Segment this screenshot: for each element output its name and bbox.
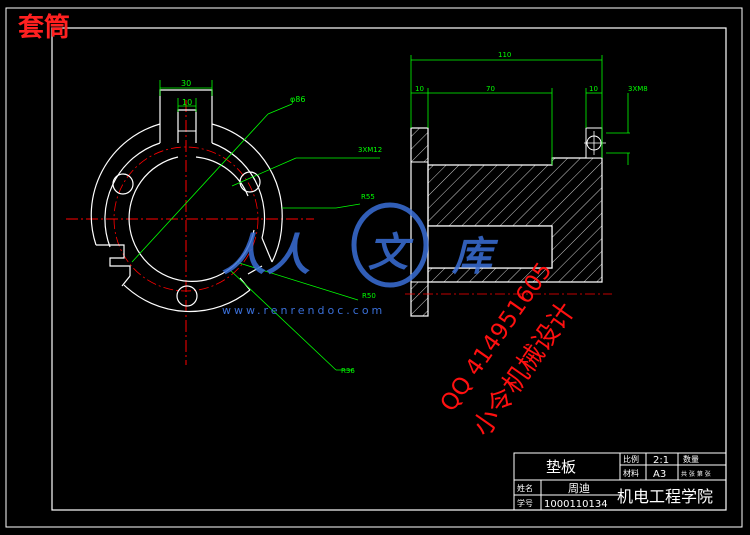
inner-arc-r50-right [211, 142, 266, 239]
dim-10-slot: 10 [182, 98, 192, 107]
flange-top-hatch [410, 127, 429, 163]
title-block [513, 452, 727, 511]
svg-text:库: 库 [451, 234, 499, 280]
lower-left-step [96, 244, 131, 276]
key-slot-outer [159, 89, 213, 124]
dim-10-right: 10 [589, 85, 598, 93]
front-view: 30 10 φ86 3XM12 R55 R50 R36 [66, 79, 382, 375]
dim-70: 70 [486, 85, 495, 93]
bore-arc [128, 156, 255, 282]
ratio-label: 比例 [623, 454, 639, 464]
bore-arc-2 [195, 156, 249, 197]
lower-arc [123, 284, 251, 313]
outer-arc-right-lower [271, 221, 283, 263]
dim-30: 30 [181, 79, 191, 88]
svg-text:文: 文 [368, 230, 414, 276]
material-value: A3 [653, 469, 666, 480]
name-value: 周迪 [568, 482, 590, 495]
dim-phi86: φ86 [290, 95, 305, 104]
outer-frame [5, 7, 743, 528]
id-value: 1000110134 [544, 499, 608, 510]
section-view: 110 10 70 10 3XM8 [405, 51, 648, 317]
material-extra: 共 张 第 张 [681, 470, 711, 478]
hole-left [112, 173, 134, 195]
lower-cut-left [121, 275, 131, 287]
svg-text:人人: 人人 [222, 230, 310, 281]
right-cut-2 [247, 265, 263, 275]
bolt-circle [113, 146, 259, 292]
ratio-value: 2:1 [653, 455, 669, 466]
dim-r50: R50 [362, 292, 376, 300]
drawing-title: 套筒 [18, 12, 70, 43]
outer-arc-right [211, 123, 283, 223]
school-name: 机电工程学院 [617, 487, 713, 506]
bore-void [427, 225, 553, 269]
front-dimensions [131, 80, 380, 371]
dim-3xm8: 3XM8 [628, 85, 648, 93]
inner-frame [51, 27, 727, 511]
section-dimensions [410, 55, 630, 165]
dim-3xm12: 3XM12 [358, 146, 382, 154]
dim-r36: R36 [341, 367, 355, 375]
flange-bottom-hatch [410, 281, 429, 317]
hole-bottom [176, 285, 198, 307]
outer-arc-top [90, 123, 161, 246]
key-slot-inner [177, 109, 197, 143]
qty-label: 数量 [683, 454, 699, 464]
dim-110: 110 [498, 51, 511, 59]
hole-right [239, 171, 261, 193]
watermark-site: www.renrendoc.com [222, 304, 385, 317]
dim-r55: R55 [361, 193, 375, 201]
name-label: 姓名 [517, 483, 533, 493]
part-name: 垫板 [546, 458, 576, 476]
right-cut [261, 237, 273, 263]
watermark-logo: 人人 文 库 [222, 202, 499, 288]
material-label: 材料 [623, 468, 639, 478]
id-label: 学号 [517, 498, 533, 508]
dim-10-left: 10 [415, 85, 424, 93]
